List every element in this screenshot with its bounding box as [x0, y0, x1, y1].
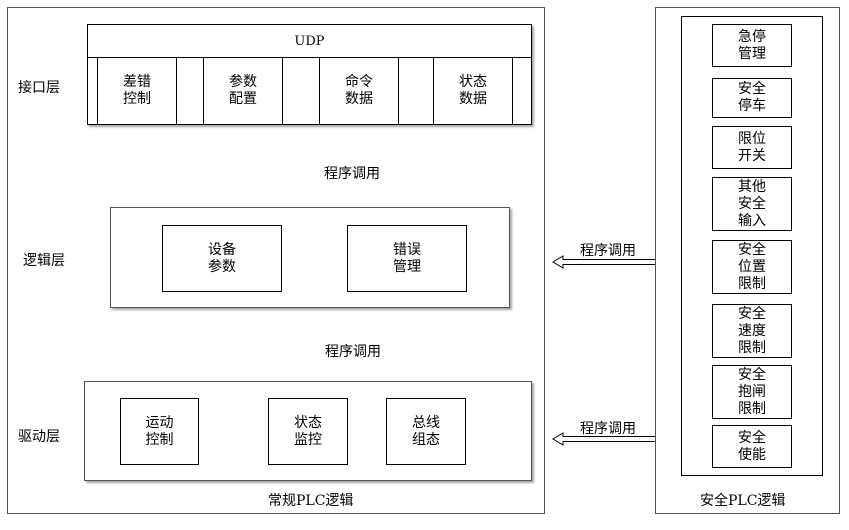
connector-label-logic-driver: 程序调用: [325, 344, 381, 360]
interface-module-status-data: 状态 数据: [433, 57, 513, 125]
safety-module-limit-switch: 限位 开关: [712, 126, 792, 169]
safety-module-safe-position-limit: 安全 位置 限制: [712, 240, 792, 294]
connector-label-logic-safety: 程序调用: [580, 243, 636, 259]
driver-layer-label: 驱动层: [18, 429, 60, 445]
logic-module-error-management: 错误 管理: [347, 225, 467, 292]
logic-layer-label: 逻辑层: [23, 253, 65, 269]
logic-module-device-parameters: 设备 参数: [162, 225, 282, 292]
safety-module-emergency-stop: 急停 管理: [712, 24, 792, 67]
safety-module-safe-stop: 安全 停车: [712, 78, 792, 118]
interface-module-command-data: 命令 数据: [319, 57, 399, 125]
safety-module-other-safety-input: 其他 安全 输入: [712, 177, 792, 231]
safety-plc-title: 安全PLC逻辑: [700, 493, 786, 509]
driver-module-bus-configuration: 总线 组态: [386, 398, 466, 465]
interface-module-parameter-config: 参数 配置: [203, 57, 283, 125]
connector-label-interface-logic: 程序调用: [324, 166, 380, 182]
driver-module-motion-control: 运动 控制: [120, 398, 199, 465]
udp-bar: UDP: [87, 24, 532, 58]
interface-layer-label: 接口层: [18, 80, 60, 96]
safety-module-safety-enable: 安全 使能: [712, 425, 792, 468]
interface-module-error-control: 差错 控制: [97, 57, 177, 125]
driver-module-status-monitoring: 状态 监控: [268, 398, 348, 465]
regular-plc-title: 常规PLC逻辑: [268, 493, 354, 509]
safety-module-safe-brake-limit: 安全 抱闸 限制: [712, 365, 792, 419]
connector-label-driver-safety: 程序调用: [580, 421, 636, 437]
safety-module-safe-speed-limit: 安全 速度 限制: [712, 304, 792, 358]
